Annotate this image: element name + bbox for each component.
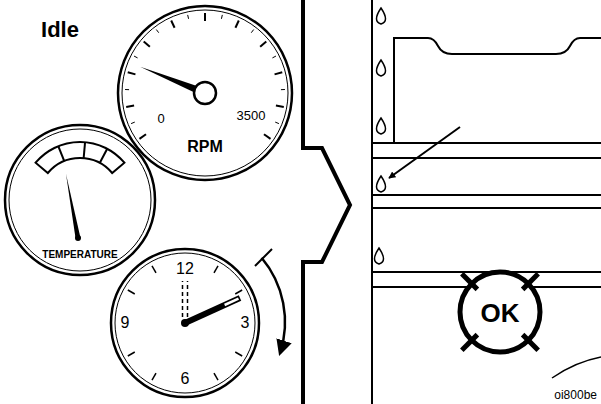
tachometer-gauge: Idle03500RPM: [116, 3, 294, 183]
ok-symbol-text: OK: [481, 300, 520, 326]
band-divider: [58, 146, 64, 161]
scale-tick: [235, 20, 238, 27]
panel-line: [372, 207, 601, 209]
tachometer-gauge-outline: [116, 3, 294, 183]
needle-pivot: [75, 235, 81, 241]
scale-tick: [156, 30, 158, 33]
leak-droplet: [377, 60, 386, 76]
start-hand-dashed: [187, 281, 189, 317]
clock-rim: [111, 249, 259, 397]
scale-tick: [139, 134, 146, 139]
scale-number: 0: [157, 112, 164, 125]
scale-tick: [275, 72, 283, 74]
hour-tick: [235, 290, 242, 294]
prohibition-cross: [523, 274, 539, 290]
hour-tick: [214, 373, 218, 380]
temperature-gauge: TEMPERATURE: [2, 122, 158, 278]
temperature-band: [36, 142, 125, 173]
gauge-face: [9, 129, 151, 271]
gauge-needle: [66, 174, 81, 238]
gauge-rim: [118, 6, 292, 180]
prohibition-cross: [462, 274, 478, 290]
bracket-arrow: [303, 0, 350, 404]
scale-tick: [264, 134, 271, 139]
scale-tick: [134, 56, 138, 58]
rotation-start-tick: [255, 249, 272, 266]
figure-code: oi800be: [554, 389, 597, 401]
leak-droplet: [377, 8, 386, 24]
clock-hand: [185, 298, 240, 323]
scale-number: 3500: [237, 109, 266, 122]
hour-tick: [128, 352, 135, 356]
hour-tick: [128, 290, 135, 294]
clock-center: [181, 319, 189, 327]
clock-number: 3: [241, 315, 250, 331]
leak-droplet: [377, 176, 386, 192]
scale-tick: [260, 42, 266, 47]
clock-face: [115, 253, 255, 393]
housing-edge: [371, 0, 373, 404]
clock-hand-tip: [225, 299, 239, 305]
clock-number: 12: [176, 261, 194, 277]
scale-tick: [204, 13, 206, 21]
panel-line: [372, 157, 601, 159]
leader-arrow: [389, 127, 460, 178]
housing-top: [394, 38, 601, 143]
scale-tick: [128, 72, 136, 74]
scale-tick: [187, 15, 189, 19]
scale-tick: [171, 20, 174, 27]
scale-tick: [126, 106, 134, 107]
leak-droplet: [377, 118, 386, 134]
gauge-unit: TEMPERATURE: [42, 250, 117, 260]
scale-tick: [144, 42, 150, 47]
scale-tick: [281, 89, 285, 90]
panel-line: [372, 142, 601, 144]
clock-number: 9: [121, 315, 130, 331]
leak-droplet: [375, 248, 384, 264]
panel-line: [372, 194, 601, 196]
hour-tick: [152, 266, 156, 273]
prohibition-cross: [462, 335, 478, 351]
gauge-face: [122, 10, 288, 176]
clock-number: 6: [181, 371, 190, 387]
prohibition-cross: [523, 335, 539, 351]
scale-tick: [275, 122, 279, 124]
needle-hub: [194, 82, 216, 104]
band-divider: [84, 142, 85, 158]
clock-face: 12 3 6 9: [108, 246, 262, 400]
scale-tick: [221, 15, 223, 19]
scale-tick: [251, 30, 253, 33]
gauge-unit: RPM: [187, 139, 223, 155]
corner-arc: [552, 357, 601, 378]
scale-tick: [276, 106, 284, 107]
band-divider: [100, 149, 108, 163]
gauge-rim: [5, 125, 155, 275]
hour-tick: [214, 266, 218, 273]
rotation-arrow: [262, 258, 285, 353]
hour-tick: [235, 352, 242, 356]
scale-tick: [131, 122, 135, 124]
start-hand-dashed: [182, 281, 184, 317]
scale-tick: [272, 56, 276, 58]
idle-label: Idle: [41, 19, 79, 41]
prohibition-symbol: OK: [456, 268, 544, 356]
prohibition-circle: [460, 272, 540, 352]
hour-tick: [152, 373, 156, 380]
scale-tick: [125, 89, 129, 90]
